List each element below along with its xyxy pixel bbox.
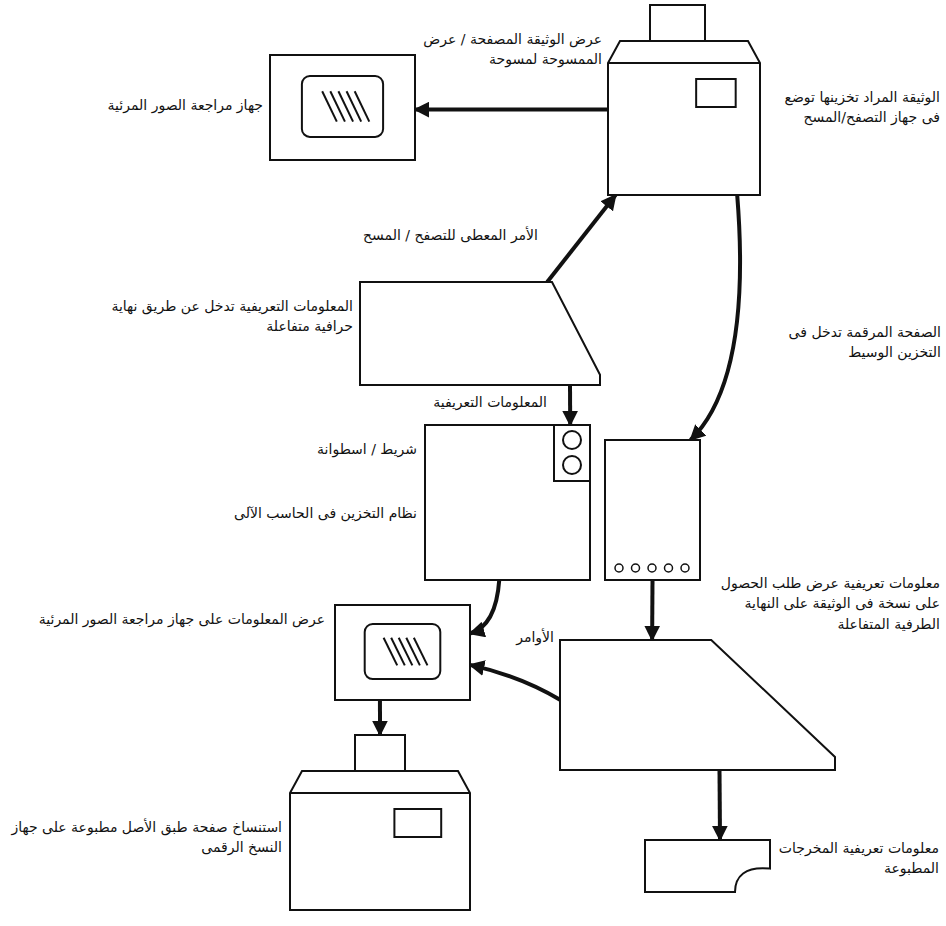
shape-outline [270,55,415,160]
shape-outline [605,440,700,580]
shape-outline [425,425,590,580]
node-label: شريط / اسطوانة [275,439,417,459]
node-label: الصفحة المرقمة تدخل فى التخزين الوسيط [763,322,941,363]
node-label: جهاز مراجعة الصور المرئية [8,95,263,115]
node-label: المعلومات التعريفية تدخل عن طريق نهاية ح… [75,296,353,337]
printer-shape: استنساخ صفحة طبق الأصل مطبوعة على جهاز ا… [290,735,470,910]
monitor-shape: عرض المعلومات على جهاز مراجعة الصور المر… [335,605,470,700]
terminalA-shape: المعلومات التعريفية تدخل عن طريق نهاية ح… [360,282,600,385]
node-label: استنساخ صفحة طبق الأصل مطبوعة على جهاز ا… [8,817,282,858]
scanner-shape: الوثيقة المراد تخزينها توضع فى جهاز التص… [608,5,760,195]
terminalB-shape: معلومات تعريفية عرض طلب الحصول على نسخة … [560,640,835,770]
shape-outline [645,840,770,892]
flow-arrow [568,385,572,425]
flow-arrow [718,770,723,840]
flow-arrow [547,195,615,282]
flow-arrow [691,195,741,440]
edge-label: الأمر المعطى للتصفح / المسح [318,226,540,246]
shape-outline [560,640,835,770]
monitor-shape: جهاز مراجعة الصور المرئية [270,55,415,160]
shape-outline [608,5,760,195]
edge-label: الأوامر [492,628,556,648]
flow-arrow [650,580,654,640]
shape-outline [360,282,600,385]
device-shape: الصفحة المرقمة تدخل فى التخزين الوسيط [605,440,700,580]
printout-shape: معلومات تعريفية المخرجات المطبوعة [645,840,770,892]
edge-label: المعلومات التعريفية [395,393,549,413]
flow-arrow [415,108,608,112]
flow-arrow [470,580,499,634]
shape-outline [290,735,470,910]
flow-arrow [378,700,382,735]
node-label: نظام التخزين فى الحاسب الآلى [107,503,417,523]
storage-shape: شريط / اسطوانةنظام التخزين فى الحاسب الآ… [425,425,590,580]
node-label: معلومات تعريفية عرض طلب الحصول على نسخة … [702,573,940,634]
edge-label: عرض الوثيقة المصفحة / عرض الممسوحة لمسوح… [418,30,604,69]
node-label: عرض المعلومات على جهاز مراجعة الصور المر… [7,609,325,629]
node-label: معلومات تعريفية المخرجات المطبوعة [777,838,939,879]
shape-outline [335,605,470,700]
flow-arrow [470,665,560,700]
node-label: الوثيقة المراد تخزينها توضع فى جهاز التص… [768,87,940,128]
